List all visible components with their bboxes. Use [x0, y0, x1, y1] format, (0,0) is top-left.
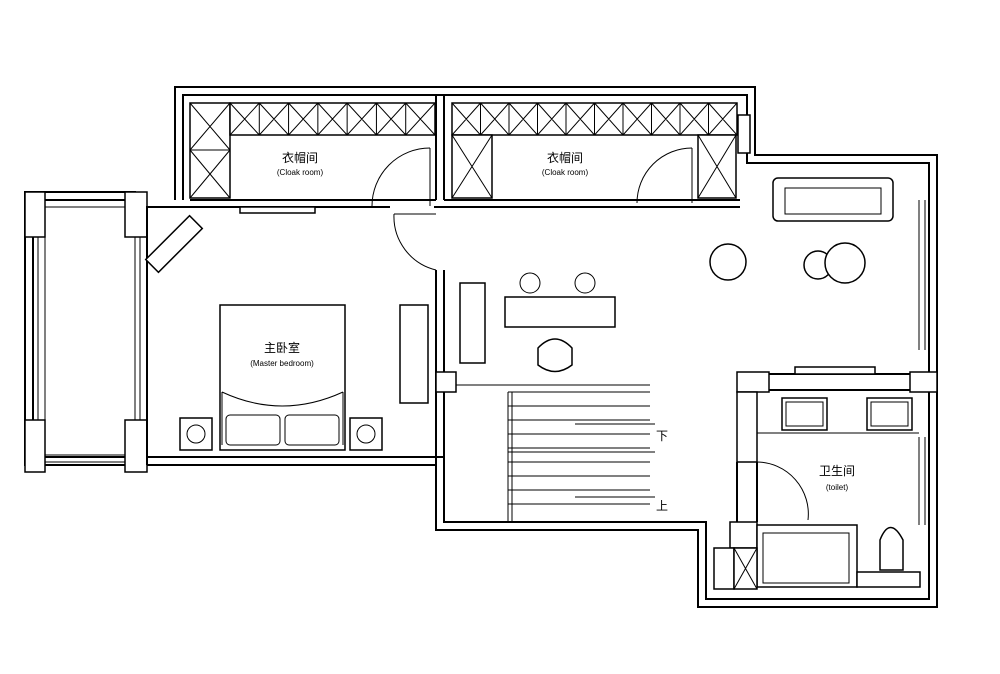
cloak-room-left-label: 衣帽间 — [282, 150, 318, 165]
dresser — [399, 304, 429, 404]
interior-walls — [146, 199, 938, 549]
sofa — [709, 177, 894, 284]
toilet-label: 卫生间 — [819, 464, 855, 478]
cabinet — [459, 282, 486, 364]
balcony — [24, 191, 148, 473]
stairs-up-label: 上 — [656, 499, 668, 513]
master-bedroom-english: (Master bedroom) — [250, 359, 314, 368]
wardrobes — [189, 95, 751, 271]
bathroom-fixtures — [713, 397, 921, 590]
cloak-room-right-label: 衣帽间 — [547, 150, 583, 165]
chaise — [144, 214, 204, 274]
toilet-english: (toilet) — [826, 483, 849, 492]
master-bedroom-label: 主卧室 — [264, 340, 300, 355]
cloak-room-right-english: (Cloak room) — [542, 168, 589, 177]
stairs — [507, 391, 655, 522]
desk — [504, 272, 616, 373]
furniture — [144, 177, 921, 590]
bed — [179, 304, 383, 451]
stairs-down-label: 下 — [656, 429, 668, 443]
cloak-room-left-english: (Cloak room) — [277, 168, 324, 177]
